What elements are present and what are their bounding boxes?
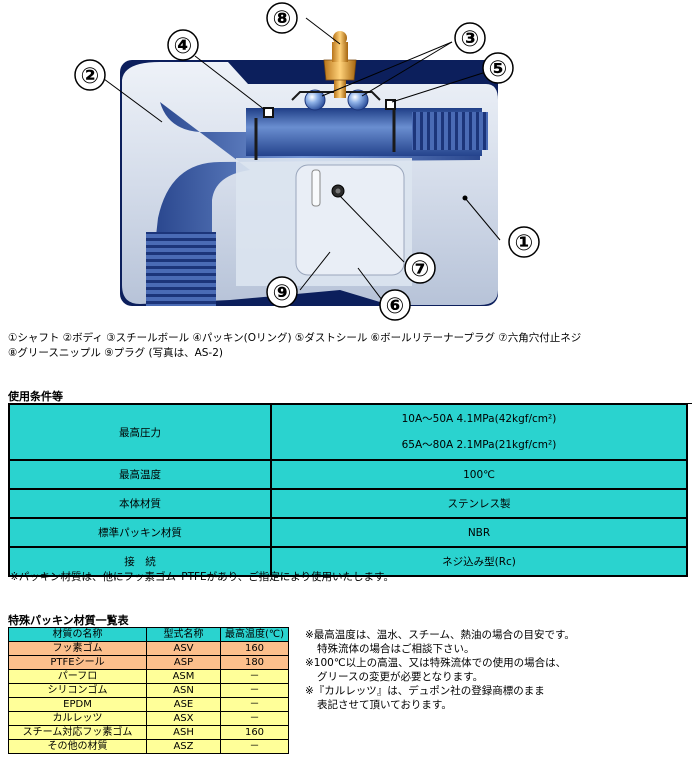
temperature-notes: ※最高温度は、温水、スチーム、熱油の場合の目安です。 特殊流体の場合はご相談下さ… — [305, 628, 690, 712]
material-name: PTFEシール — [8, 655, 147, 670]
condition-value: 100℃ — [270, 459, 688, 490]
model-code: ASN — [146, 683, 221, 698]
dust-seal — [385, 99, 396, 110]
max-temperature: － — [220, 739, 289, 754]
svg-text:⑨: ⑨ — [273, 281, 292, 306]
table-row: 最高圧力 10A～50A 4.1MPa(42kgf/cm²) 65A～80A 2… — [8, 403, 688, 461]
condition-label: 標準パッキン材質 — [8, 517, 272, 548]
swivel-joint-cutaway-diagram: ⑧ ④ ② ③ ⑤ ① ⑦ ⑥ ⑨ — [74, 2, 540, 321]
material-name: EPDM — [8, 697, 147, 712]
parts-caption-line-2: ⑧グリースニップル ⑨プラグ (写真は、AS-2) — [8, 347, 223, 359]
material-name: カルレッツ — [8, 711, 147, 726]
model-code: ASH — [146, 725, 221, 740]
svg-text:⑥: ⑥ — [386, 294, 405, 319]
condition-value: NBR — [270, 517, 688, 548]
svg-text:⑧: ⑧ — [273, 7, 292, 32]
pressure-line-1: 10A～50A 4.1MPa(42kgf/cm²) — [401, 413, 557, 425]
table-header-row: 材質の名称 型式名称 最高温度(℃) — [8, 627, 289, 642]
svg-text:③: ③ — [461, 27, 480, 52]
conditions-title: 使用条件等 — [8, 390, 692, 404]
max-temperature: 160 — [220, 725, 289, 740]
max-temperature: － — [220, 711, 289, 726]
pressure-line-2: 65A～80A 2.1MPa(21kgf/cm²) — [401, 439, 557, 451]
condition-label: 最高温度 — [8, 459, 272, 490]
retainer-plug — [295, 164, 405, 276]
note-line: ※『カルレッツ』は、デュポン社の登録商標のまま — [305, 685, 545, 697]
header-model-name: 型式名称 — [146, 627, 221, 642]
condition-value: ステンレス製 — [270, 488, 688, 519]
material-name: スチーム対応フッ素ゴム — [8, 725, 147, 740]
material-name: シリコンゴム — [8, 683, 147, 698]
max-temperature: － — [220, 683, 289, 698]
max-temperature: － — [220, 669, 289, 684]
table-row: 標準パッキン材質 NBR — [8, 517, 688, 548]
conditions-table: 最高圧力 10A～50A 4.1MPa(42kgf/cm²) 65A～80A 2… — [8, 403, 688, 577]
table-row: 接 続 ネジ込み型(Rc) — [8, 546, 688, 577]
material-name: フッ素ゴム — [8, 641, 147, 656]
callout-8: ⑧ — [266, 2, 298, 34]
plug-slot — [311, 169, 321, 207]
max-temperature: － — [220, 697, 289, 712]
condition-label: 最高圧力 — [8, 403, 272, 461]
note-line: ※最高温度は、温水、スチーム、熱油の場合の目安です。 — [305, 629, 575, 641]
model-code: ASP — [146, 655, 221, 670]
callout-1: ① — [508, 226, 540, 258]
packing-table-title: 特殊パッキン材質一覧表 — [8, 614, 288, 628]
thread-bottom — [146, 232, 216, 306]
packing-material-note: ※パッキン材質は、他にフッ素ゴム･PTFEがあり、ご指定により使用いたします。 — [10, 571, 394, 583]
callout-7: ⑦ — [404, 252, 436, 284]
o-ring-packing — [263, 107, 274, 118]
max-temperature: 180 — [220, 655, 289, 670]
material-name: その他の材質 — [8, 739, 147, 754]
header-material-name: 材質の名称 — [8, 627, 147, 642]
material-name: パーフロ — [8, 669, 147, 684]
model-code: ASM — [146, 669, 221, 684]
svg-text:②: ② — [81, 64, 100, 89]
parts-caption-line-1: ①シャフト ②ボディ ③スチールボール ④パッキン(Oリング) ⑤ダストシール … — [8, 332, 582, 344]
steel-ball-1 — [304, 89, 326, 111]
condition-label: 本体材質 — [8, 488, 272, 519]
model-code: ASX — [146, 711, 221, 726]
note-line: 表記させて頂いております。 — [317, 699, 452, 711]
svg-text:④: ④ — [174, 34, 193, 59]
svg-text:⑦: ⑦ — [411, 257, 430, 282]
callout-6: ⑥ — [379, 289, 411, 321]
callout-5: ⑤ — [482, 52, 514, 84]
svg-text:⑤: ⑤ — [489, 57, 508, 82]
model-code: ASZ — [146, 739, 221, 754]
thread-right — [412, 112, 488, 150]
header-max-temp: 最高温度(℃) — [220, 627, 289, 642]
callout-2: ② — [74, 59, 106, 91]
max-temperature: 160 — [220, 641, 289, 656]
condition-label: 接 続 — [8, 546, 272, 577]
condition-value: ネジ込み型(Rc) — [270, 546, 688, 577]
callout-3: ③ — [454, 22, 486, 54]
condition-value: 10A～50A 4.1MPa(42kgf/cm²) 65A～80A 2.1MPa… — [270, 403, 688, 461]
note-line: 特殊流体の場合はご相談下さい。 — [317, 643, 475, 655]
model-code: ASV — [146, 641, 221, 656]
note-line: ※100℃以上の高温、又は特殊流体での使用の場合は、 — [305, 657, 567, 669]
table-row: 最高温度 100℃ — [8, 459, 688, 490]
model-code: ASE — [146, 697, 221, 712]
callout-4: ④ — [167, 29, 199, 61]
note-line: グリースの変更が必要となります。 — [317, 671, 484, 683]
callout-9: ⑨ — [266, 276, 298, 308]
table-row: 本体材質 ステンレス製 — [8, 488, 688, 519]
svg-text:①: ① — [515, 231, 534, 256]
